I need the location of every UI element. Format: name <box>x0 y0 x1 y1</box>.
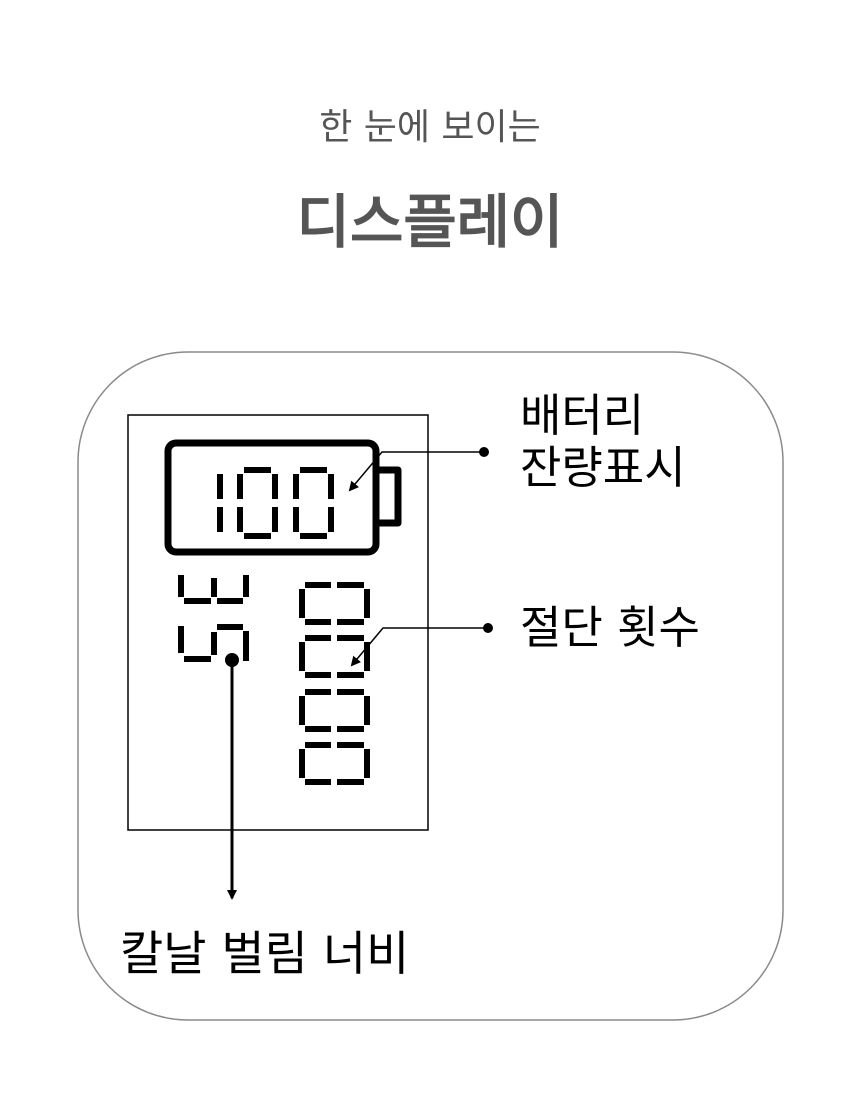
battery-label-line2: 잔량표시 <box>520 440 686 494</box>
leader-cut-count <box>350 623 493 667</box>
cut-count-digits <box>299 582 370 785</box>
device-outline <box>77 351 784 1021</box>
subtitle: 한 눈에 보이는 <box>319 107 541 148</box>
battery-level-digits <box>217 467 334 539</box>
battery-label: 배터리 잔량표시 <box>520 390 686 494</box>
blade-width-digits <box>178 575 249 662</box>
battery-icon <box>164 439 402 556</box>
page-title: 디스플레이 <box>296 188 564 256</box>
blade-width-label: 칼날 벌림 너비 <box>120 927 410 982</box>
leader-blade-width <box>225 653 239 900</box>
leader-battery <box>348 447 489 492</box>
cut-count-label: 절단 횟수 <box>520 601 700 654</box>
battery-label-line1: 배터리 <box>520 389 645 442</box>
